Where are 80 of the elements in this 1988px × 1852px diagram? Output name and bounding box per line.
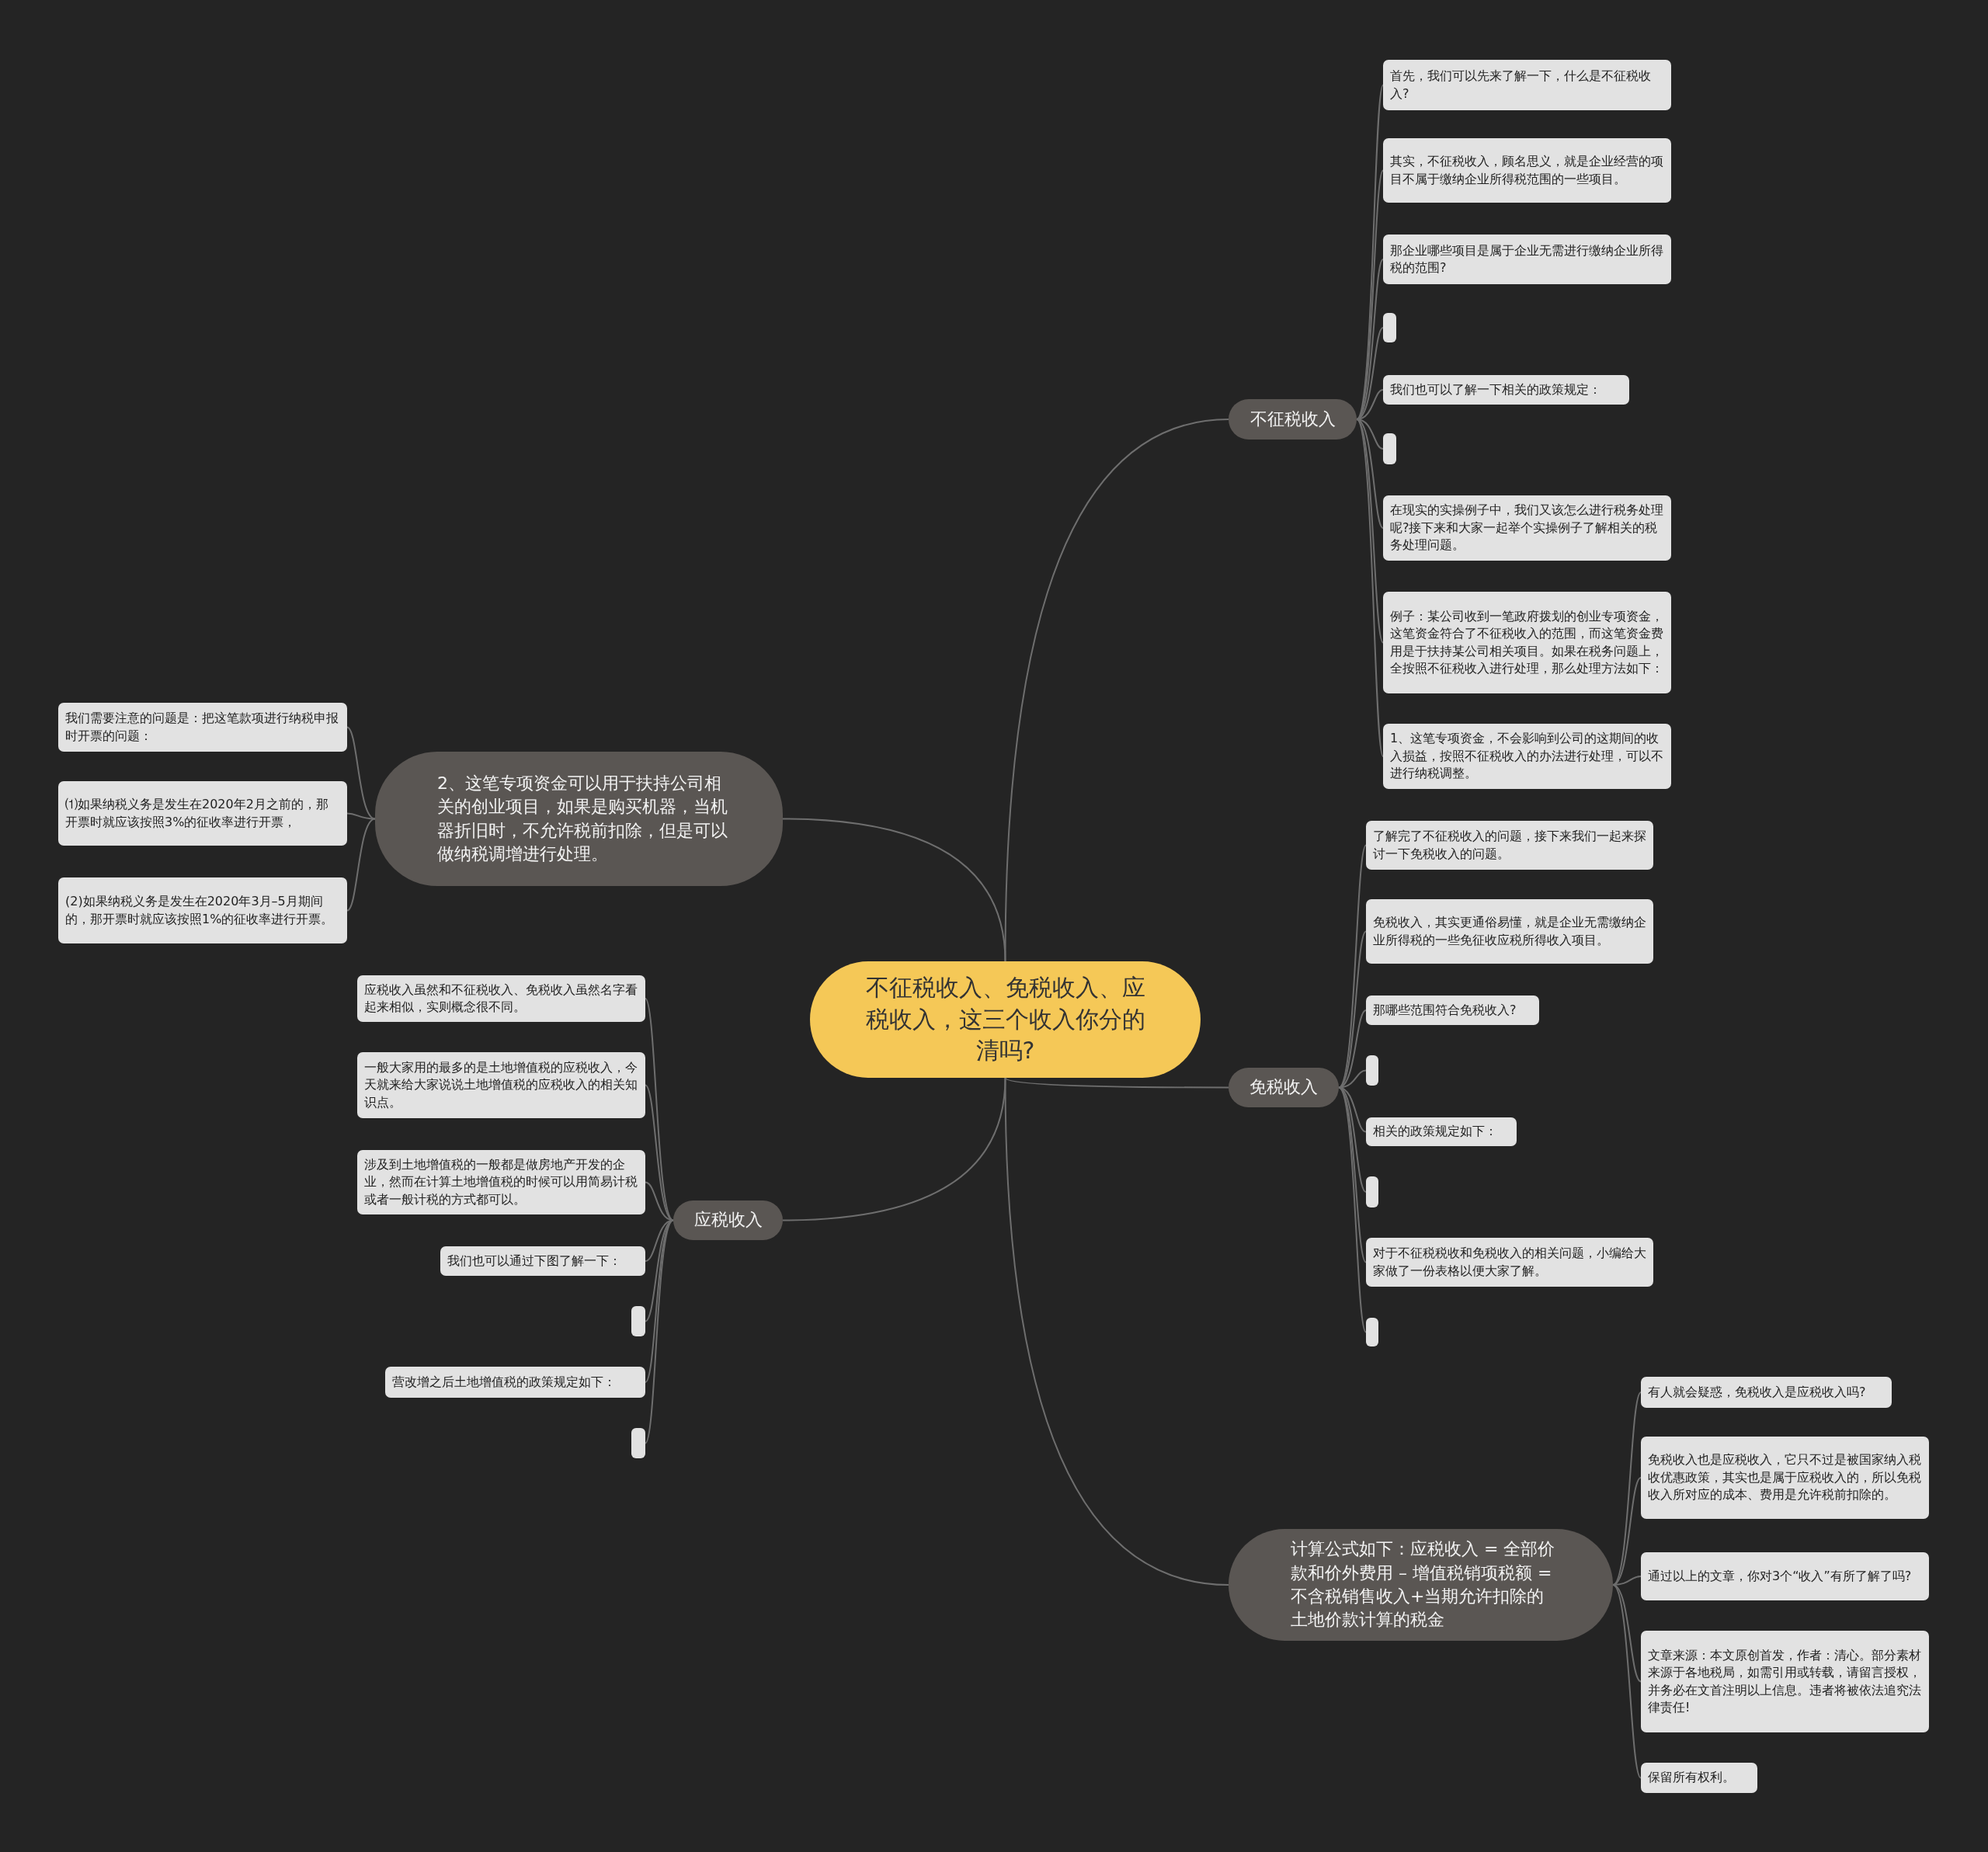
note-card: [1366, 899, 1653, 964]
topic-text: 2、这笔专项资金可以用于扶持公司相关的创业项目，如果是购买机器，当机器折旧时，不允许税前扣除，但是可以做纳税调增进行处理。: [437, 772, 728, 865]
topic-text: 例子：某公司收到一笔政府拨划的创业专项资金，这笔资金符合了不征税收入的范围，而这笔资金费用是于扶持某公司相关项目。如果在税务问题上，全按照不征税收入进行处理，那么处理方法如下：: [1390, 607, 1664, 677]
connector-line: [346, 812, 376, 820]
topic-text: 免税收入，其实更通俗易懂，就是企业无需缴纳企业所得税的一些免征收应税所得收入项目。: [1373, 914, 1646, 949]
note-card: [58, 703, 347, 752]
note-card: [1383, 375, 1629, 405]
topic-text: ⑴如果纳税义务是发生在2020年2月之前的，那开票时就应该按照3%的征收率进行开票，: [65, 796, 329, 831]
note-card: [1366, 1117, 1517, 1146]
topic-text: 文章来源：本文原创首发，作者：清心。部分素材来源于各地税局，如需引用或转载，请留言授权，并务必在文首注明以上信息。违者将被依法追究法律责任!: [1648, 1646, 1922, 1716]
note-card: [1383, 724, 1671, 789]
connector-line: [1356, 419, 1384, 757]
topic-text: 对于不征税税收和免税收入的相关问题，小编给大家做了一份表格以便大家了解。: [1373, 1245, 1646, 1280]
topic-text: 我们也可以了解一下相关的政策规定：: [1390, 380, 1601, 398]
topic-text: 计算公式如下：应税收入 = 全部价款和价外费用 – 增值税销项税额 = 不含税销售收入+当期允许扣除的土地价款计算的税金: [1291, 1538, 1556, 1631]
connector-line: [1338, 1086, 1367, 1263]
connector-line: [1004, 1077, 1229, 1089]
topic-text: 免税收入也是应税收入，它只不过是被国家纳入税收优惠政策，其实也是属于应税收入的，所以免税收入所对应的成本、费用是允许税前扣除的。: [1648, 1451, 1922, 1504]
connector-line: [1612, 1477, 1642, 1586]
topic-text: 我们也可以通过下图了解一下：: [447, 1252, 621, 1270]
topic-text: 首先，我们可以先来了解一下，什么是不征税收入?: [1390, 68, 1652, 103]
note-card: [1641, 1631, 1929, 1732]
note-card: [58, 781, 347, 846]
note-card: [1366, 821, 1653, 870]
topic-text: 涉及到土地增值税的一般都是做房地产开发的企业，然而在计算土地增值税的时候可以用简易计税或者一般计税的方式都可以。: [364, 1155, 638, 1208]
note-card: [1366, 995, 1539, 1025]
topic-text: 其实，不征税收入，顾名思义，就是企业经营的项目不属于缴纳企业所得税范围的一些项目。: [1390, 153, 1664, 188]
topic-text: 在现实的实操例子中，我们又该怎么进行税务处理呢?接下来和大家一起举个实操例子了解相关的税务处理问题。: [1390, 502, 1664, 554]
connector-line: [645, 1219, 674, 1444]
branch-topic: [673, 1200, 783, 1240]
topic-text: 一般大家用的最多的是土地增值税的应税收入，今天就来给大家说说土地增值税的应税收入的相关知识点。: [364, 1058, 638, 1111]
topic-text: 免税收入: [1249, 1076, 1318, 1099]
note-card: [1641, 1437, 1929, 1519]
topic-text: 应税收入虽然和不征税收入、免税收入虽然名字看起来相似，实则概念很不同。: [364, 981, 638, 1016]
empty-card: [631, 1306, 645, 1336]
note-card: [1641, 1763, 1757, 1793]
note-card: [440, 1246, 645, 1276]
connector-line: [1338, 1086, 1367, 1333]
connector-line: [782, 818, 1006, 962]
note-card: [1641, 1377, 1892, 1408]
topic-text: (2)如果纳税义务是发生在2020年3月–5月期间的，那开票时就应该按照1%的征收率进行开票。: [65, 893, 335, 928]
connector-line: [1356, 419, 1384, 644]
note-card: [58, 877, 347, 943]
empty-card: [1366, 1176, 1378, 1207]
topic-text: 我们需要注意的问题是：把这笔款项进行纳税申报时开票的问题：: [65, 710, 339, 745]
note-card: [357, 1150, 645, 1214]
note-card: [357, 975, 645, 1022]
topic-text: 营改增之后土地增值税的政策规定如下：: [392, 1373, 616, 1391]
note-card: [1383, 495, 1671, 561]
topic-text: 相关的政策规定如下：: [1373, 1123, 1497, 1141]
note-card: [1383, 592, 1671, 693]
connector-line: [1004, 1077, 1229, 1586]
topic-text: 保留所有权利。: [1648, 1769, 1735, 1787]
empty-card: [1383, 313, 1396, 342]
branch-topic: [1229, 399, 1357, 440]
branch-topic: [1229, 1068, 1339, 1107]
topic-text: 1、这笔专项资金，不会影响到公司的这期间的收入损益，按照不征税收入的办法进行处理，可以不进行纳税调整。: [1390, 730, 1664, 783]
topic-text: 通过以上的文章，你对3个“收入”有所了解了吗?: [1648, 1567, 1912, 1585]
note-card: [1366, 1238, 1653, 1287]
note-card: [1383, 235, 1671, 284]
topic-text: 有人就会疑惑，免税收入是应税收入吗?: [1648, 1383, 1866, 1401]
topic-text: 了解完了不征税收入的问题，接下来我们一起来探讨一下免税收入的问题。: [1373, 828, 1646, 863]
topic-text: 那哪些范围符合免税收入?: [1373, 1001, 1517, 1019]
topic-text: 不征税收入: [1249, 408, 1336, 430]
connector-line: [1612, 1392, 1642, 1586]
empty-card: [631, 1428, 645, 1458]
topic-text: 不征税收入、免税收入、应税收入，这三个收入你分的清吗?: [864, 973, 1146, 1066]
empty-card: [1366, 1318, 1378, 1346]
connector-line: [1612, 1584, 1642, 1779]
connector-line: [782, 1077, 1006, 1221]
topic-text: 应税收入: [693, 1209, 763, 1232]
connector-line: [346, 818, 376, 912]
note-card: [1383, 60, 1671, 110]
note-card: [385, 1367, 645, 1398]
topic-text: 那企业哪些项目是属于企业无需进行缴纳企业所得税的范围?: [1390, 241, 1664, 276]
note-card: [1641, 1552, 1929, 1600]
empty-card: [1366, 1055, 1378, 1086]
note-card: [357, 1052, 645, 1118]
empty-card: [1383, 433, 1396, 464]
note-card: [1383, 138, 1671, 203]
